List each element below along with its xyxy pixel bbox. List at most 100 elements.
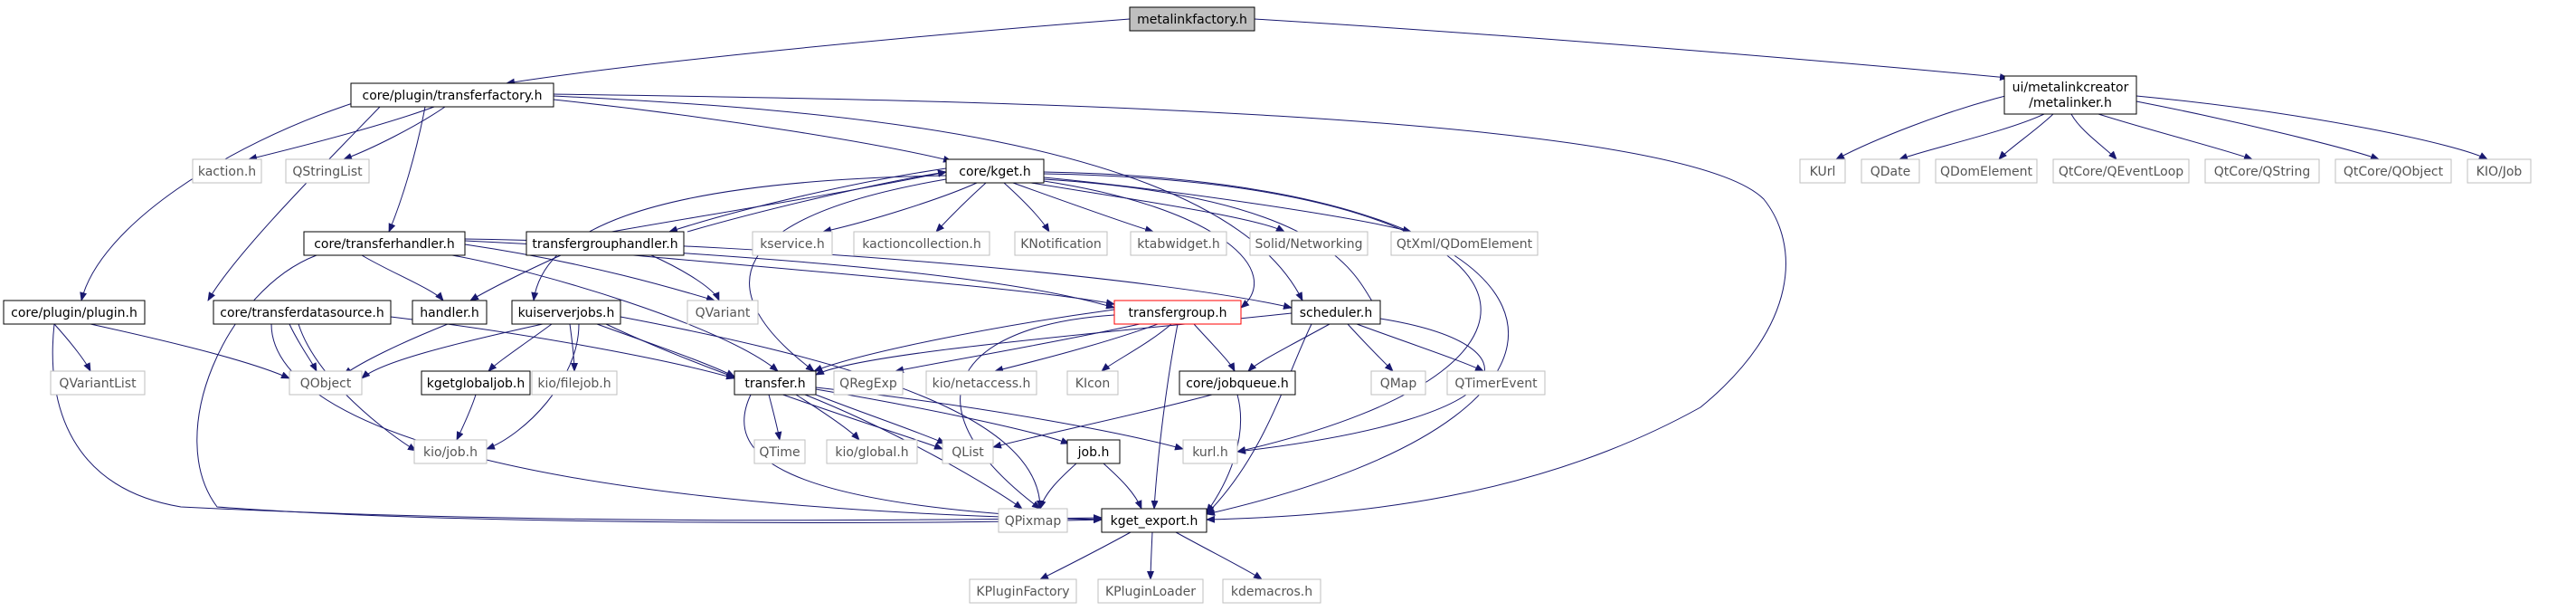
dependency-edge (361, 323, 544, 379)
node-kgetexport[interactable]: kget_export.h (1101, 508, 1208, 533)
node-jobqueue[interactable]: core/jobqueue.h (1179, 370, 1296, 396)
node-label: kdemacros.h (1231, 585, 1312, 599)
node-handler[interactable]: handler.h (412, 300, 488, 325)
node-kiojob-ext[interactable]: KIO/Job (2467, 158, 2532, 184)
node-kiofilejob[interactable]: kio/filejob.h (531, 370, 618, 396)
node-box (833, 370, 904, 396)
node-transferdatasource[interactable]: core/transferdatasource.h (213, 300, 392, 325)
node-box (752, 231, 833, 256)
node-kgetglobaljob[interactable]: kgetglobaljob.h (421, 370, 531, 396)
node-box (1130, 231, 1227, 256)
dependency-edge (1043, 173, 1482, 453)
node-qobject-core[interactable]: QtCore/QObject (2334, 158, 2452, 184)
node-qeventloop[interactable]: QtCore/QEventLoop (2052, 158, 2190, 184)
node-label: kgetglobaljob.h (427, 377, 525, 391)
node-metalinkfactory[interactable]: metalinkfactory.h (1129, 6, 1255, 32)
dependency-edge (1101, 323, 1172, 372)
node-qstringlist[interactable]: QStringList (285, 158, 370, 184)
node-qtimerevent[interactable]: QTimerEvent (1446, 370, 1546, 396)
node-qdomelement[interactable]: QDomElement (1935, 158, 2038, 184)
node-kurl-ext[interactable]: KUrl (1799, 158, 1846, 184)
node-qtxmlqdomelement[interactable]: QtXml/QDomElement (1390, 231, 1539, 256)
node-transfergrouphandler[interactable]: transfergrouphandler.h (526, 231, 685, 256)
node-qlist[interactable]: QList (942, 439, 994, 464)
node-kiojob[interactable]: kio/job.h (413, 439, 488, 464)
node-qregexp[interactable]: QRegExp (833, 370, 904, 396)
node-scheduler[interactable]: scheduler.h (1291, 300, 1381, 325)
node-qdate[interactable]: QDate (1861, 158, 1920, 184)
node-qvariantlist[interactable]: QVariantList (50, 370, 146, 396)
node-box (1066, 439, 1121, 464)
node-box (50, 370, 146, 396)
node-kdemacros[interactable]: kdemacros.h (1222, 578, 1321, 604)
node-box (1799, 158, 1846, 184)
dependency-edge (456, 394, 477, 441)
node-kpluginfactory[interactable]: KPluginFactory (969, 578, 1077, 604)
node-box (826, 439, 918, 464)
dependency-edge (569, 323, 578, 372)
node-box (998, 508, 1068, 533)
node-label: kio/global.h (835, 445, 908, 460)
node-box (2003, 75, 2137, 115)
dependency-edge (804, 394, 1023, 510)
node-solidnetworking[interactable]: Solid/Networking (1249, 231, 1368, 256)
node-label: transfergroup.h (1128, 306, 1226, 320)
node-kuiserverjobs[interactable]: kuiserverjobs.h (511, 300, 621, 325)
node-qtime[interactable]: QTime (753, 439, 806, 464)
dependency-edge (815, 394, 946, 444)
node-box (1935, 158, 2038, 184)
node-kactioncollection[interactable]: kactioncollection.h (853, 231, 990, 256)
node-box (2467, 158, 2532, 184)
node-transferfactory[interactable]: core/plugin/transferfactory.h (350, 82, 554, 108)
dependency-edge (815, 387, 1184, 451)
node-ktabwidget[interactable]: ktabwidget.h (1130, 231, 1227, 256)
node-metalinker[interactable]: ui/metalinkcreator /metalinker.h (2003, 75, 2137, 115)
node-qobject[interactable]: QObject (289, 370, 363, 396)
node-kaction[interactable]: kaction.h (192, 158, 262, 184)
dependency-edge (822, 182, 978, 234)
node-transfergroup[interactable]: transfergroup.h (1113, 300, 1242, 325)
node-kpluginloader[interactable]: KPluginLoader (1097, 578, 1204, 604)
node-label: QtCore/QObject (2344, 165, 2444, 179)
dependency-edge (388, 106, 426, 233)
node-box (192, 158, 262, 184)
dependency-edge (960, 314, 1115, 510)
dependency-edge (1003, 182, 1050, 233)
node-box (1101, 508, 1208, 533)
node-box (1222, 578, 1321, 604)
node-qvariant[interactable]: QVariant (687, 300, 759, 325)
dependency-edge (464, 243, 715, 302)
node-kget[interactable]: core/kget.h (945, 158, 1045, 184)
dependency-edge (992, 394, 1213, 449)
node-qstring[interactable]: QtCore/QString (2204, 158, 2320, 184)
node-label: kio/netaccess.h (933, 377, 1031, 391)
node-label: KIcon (1075, 377, 1110, 391)
dependency-edge (488, 323, 553, 372)
node-kioglobal[interactable]: kio/global.h (826, 439, 918, 464)
node-transferhandler[interactable]: core/transferhandler.h (303, 231, 466, 256)
node-label: kio/filejob.h (537, 377, 611, 391)
node-label: QTimerEvent (1454, 377, 1538, 391)
node-kicon[interactable]: KIcon (1066, 370, 1119, 396)
node-knotification[interactable]: KNotification (1014, 231, 1108, 256)
node-kurl[interactable]: kurl.h (1182, 439, 1238, 464)
node-label: QVariantList (59, 377, 137, 391)
node-label: transfergrouphandler.h (532, 237, 677, 252)
node-transfer[interactable]: transfer.h (734, 370, 817, 396)
dependency-edge (650, 254, 720, 301)
node-qmap[interactable]: QMap (1370, 370, 1426, 396)
node-box (413, 439, 488, 464)
node-qpixmap[interactable]: QPixmap (998, 508, 1068, 533)
dependency-edge (632, 254, 1115, 307)
node-box (285, 158, 370, 184)
dependency-edge (1151, 323, 1179, 510)
dependency-edge (270, 323, 1103, 523)
dependency-edge (895, 323, 1141, 374)
node-box (1179, 370, 1296, 396)
dependency-edge (2070, 113, 2117, 160)
node-pluginh[interactable]: core/plugin/plugin.h (3, 300, 146, 325)
node-kionetaccess[interactable]: kio/netaccess.h (925, 370, 1037, 396)
node-kservice[interactable]: kservice.h (752, 231, 833, 256)
node-label: KIO/Job (2477, 165, 2523, 179)
node-jobh[interactable]: job.h (1066, 439, 1121, 464)
